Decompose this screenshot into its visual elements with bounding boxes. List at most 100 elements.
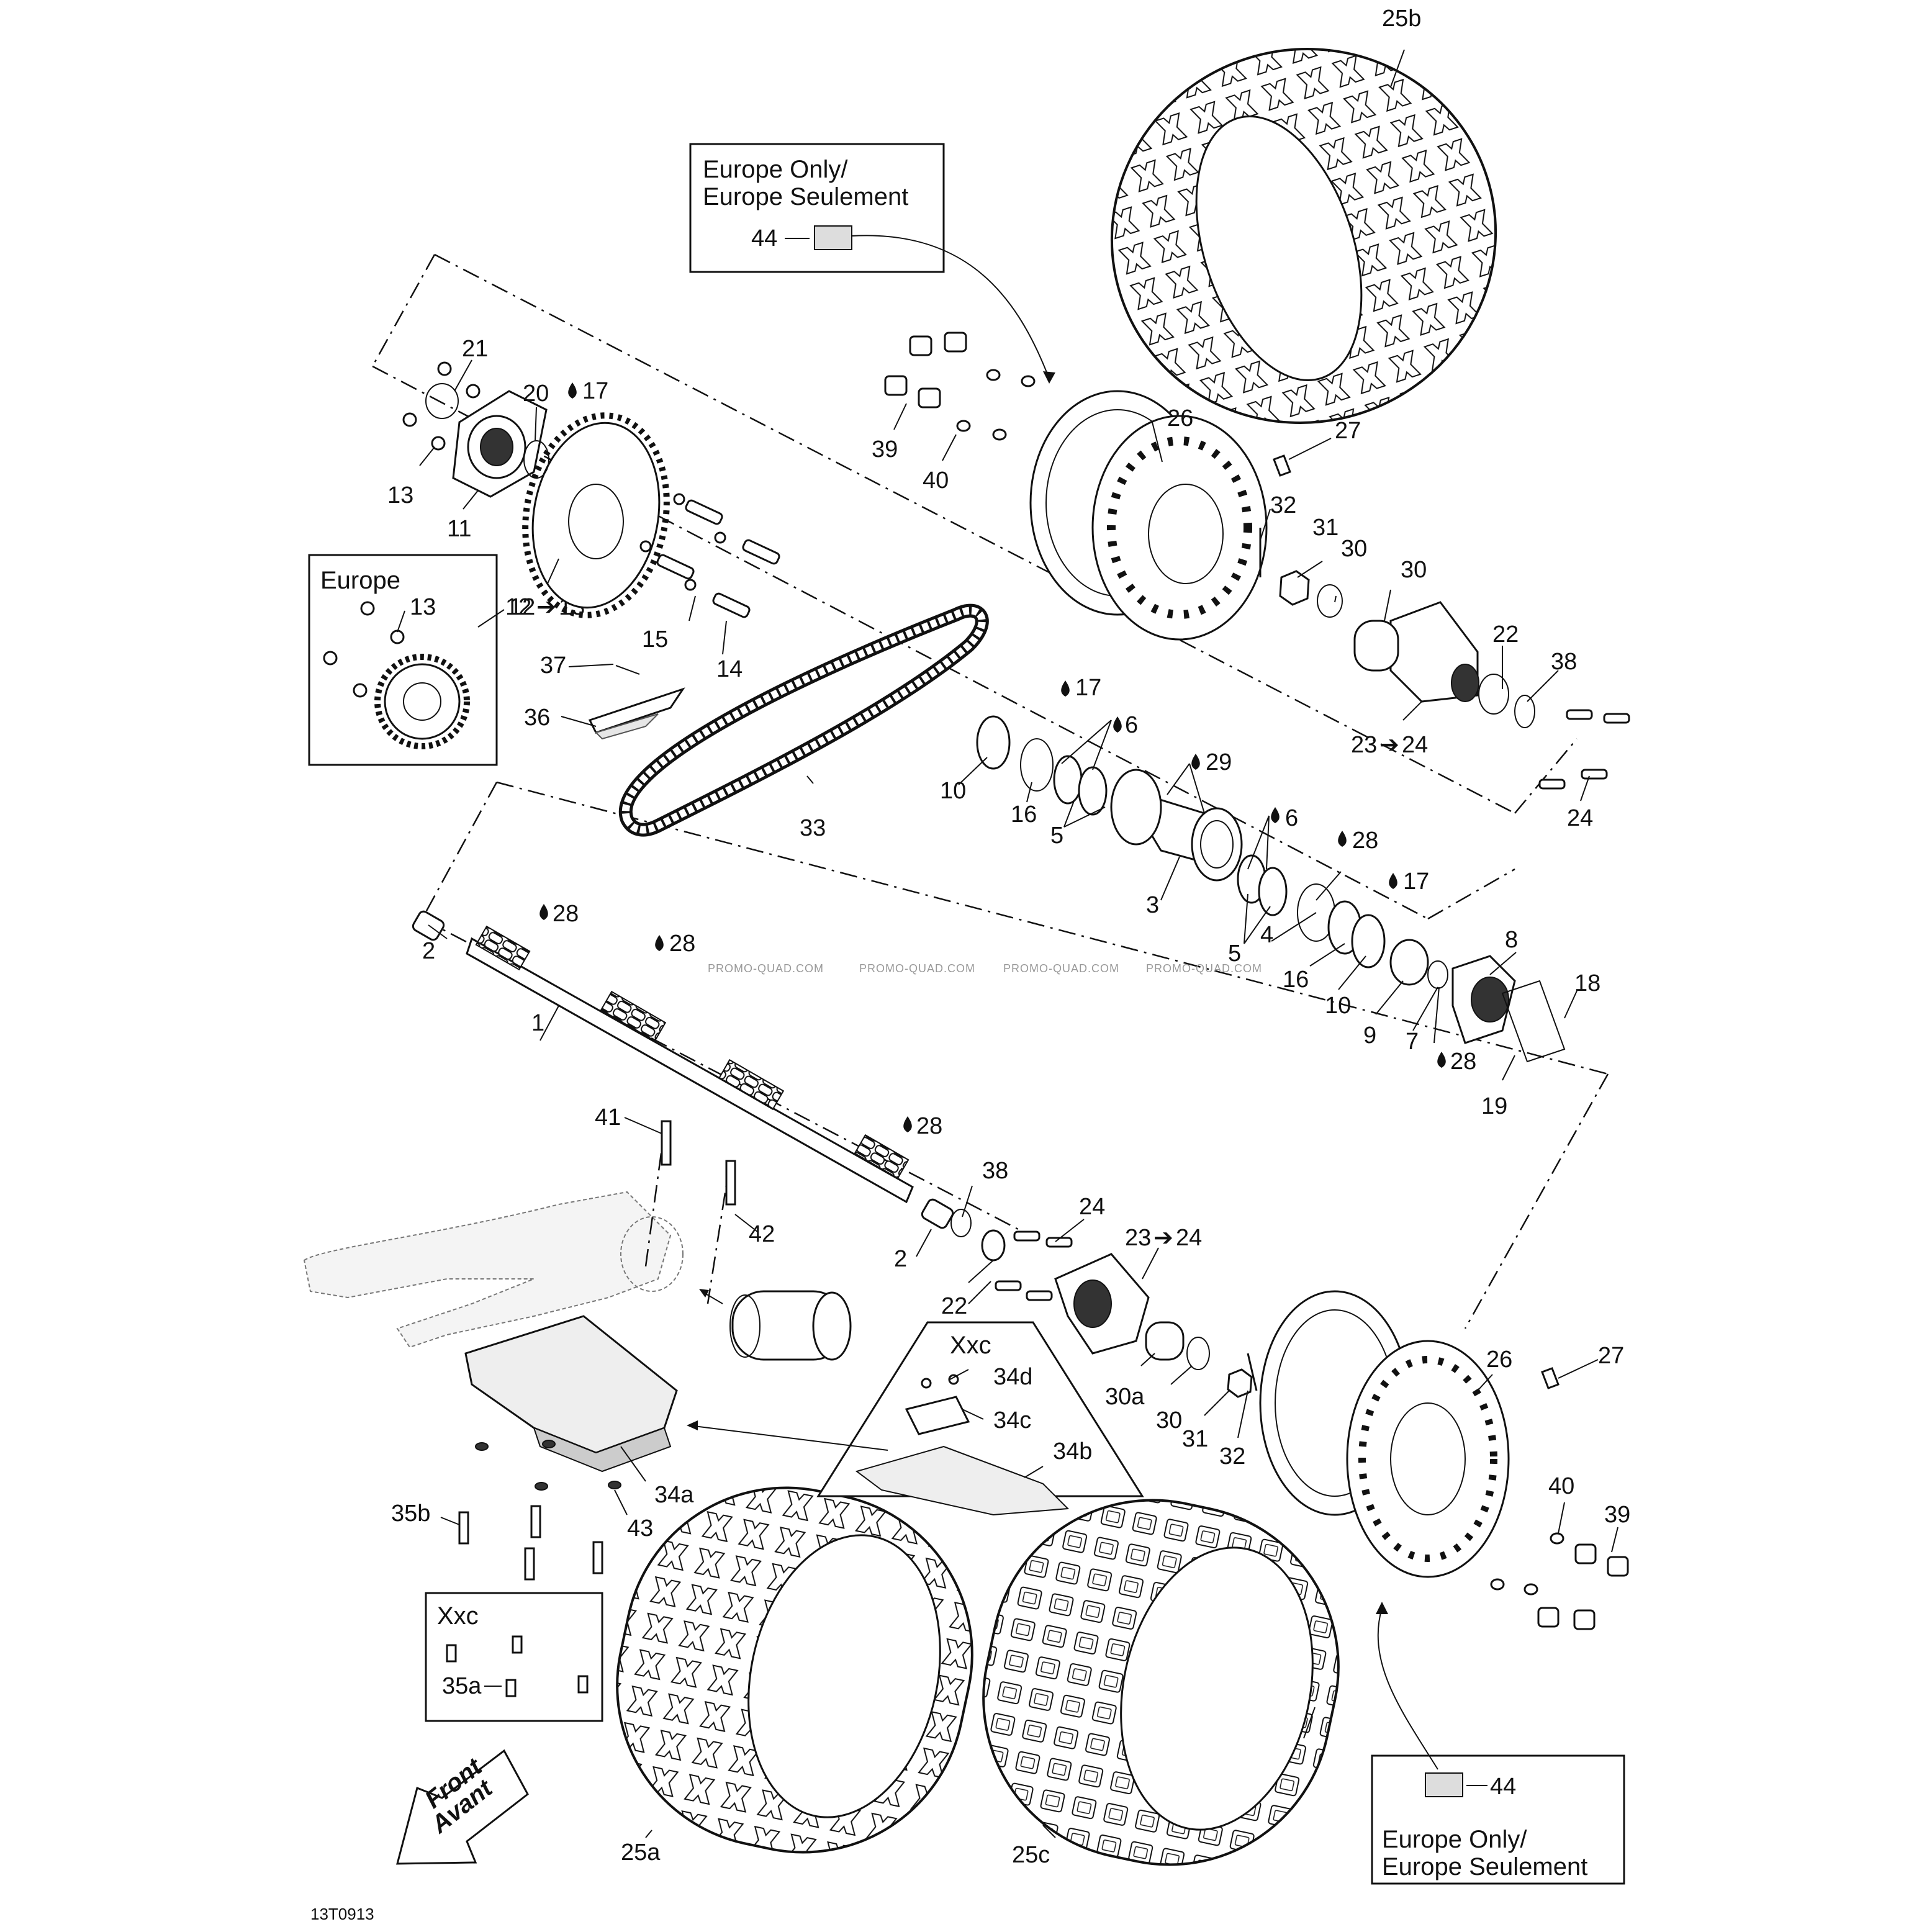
label-25b: 25b xyxy=(1382,6,1421,32)
watermark-1: PROMO-QUAD.COM xyxy=(708,962,824,975)
label-19: 19 xyxy=(1481,1093,1507,1119)
skid-plate-34a xyxy=(464,1315,678,1473)
label-10-bottom: 10 xyxy=(1325,993,1351,1019)
bolts-35b xyxy=(458,1505,603,1581)
label-34a: 34a xyxy=(654,1482,694,1508)
watermark-row: PROMO-QUAD.COM PROMO-QUAD.COM PROMO-QUAD… xyxy=(708,962,1262,975)
valve-27-top xyxy=(1273,454,1291,477)
label-1: 1 xyxy=(531,1010,544,1036)
hub-flange-8-9 xyxy=(1389,939,1566,1063)
studs-24-top xyxy=(1538,709,1630,790)
label-16-top: 16 xyxy=(1011,801,1037,828)
label-15: 15 xyxy=(642,626,668,652)
studs-24-bottom xyxy=(995,1230,1073,1301)
label-38-bottom: 38 xyxy=(982,1158,1008,1184)
hub-11 xyxy=(425,383,548,498)
label-40-top: 40 xyxy=(923,467,949,494)
label-34b: 34b xyxy=(1053,1438,1092,1465)
label-25a: 25a xyxy=(621,1839,661,1866)
label-3: 3 xyxy=(1146,892,1159,918)
label-35b: 35b xyxy=(391,1501,430,1527)
nuts-13 xyxy=(402,361,481,451)
leader-44-top xyxy=(851,235,1050,379)
label-4: 4 xyxy=(1260,922,1273,948)
arrow-23-bottom: ➔ xyxy=(1153,1225,1173,1251)
europe-sprocket-box: Europe 13 xyxy=(308,554,498,766)
label-7: 7 xyxy=(1406,1029,1419,1055)
label-17-c: 17 xyxy=(1403,869,1429,895)
label-28-d: 28 xyxy=(916,1113,942,1139)
leader-lines xyxy=(419,49,1618,1838)
label-11: 11 xyxy=(447,516,471,542)
label-28-b: 28 xyxy=(553,901,579,927)
tire-25c xyxy=(982,1499,1340,1866)
arrow-23-top: ➔ xyxy=(1379,732,1399,758)
label-6-top: 6 xyxy=(1125,712,1138,738)
label-37: 37 xyxy=(540,652,566,679)
label-42: 42 xyxy=(749,1221,775,1247)
plate-icon xyxy=(814,225,852,250)
label-36: 36 xyxy=(524,705,550,731)
xxc-bolts-part: 35a xyxy=(442,1673,482,1699)
label-17-b: 17 xyxy=(1075,675,1101,701)
axle-shaft-1 xyxy=(466,925,914,1204)
diagram-code: 13T0913 xyxy=(310,1905,374,1923)
drive-chain-33 xyxy=(618,603,989,837)
chain-guide-36 xyxy=(588,665,685,740)
label-22-top: 22 xyxy=(1492,621,1519,648)
arrow-skid xyxy=(688,1425,888,1451)
label-30-a: 30 xyxy=(1341,536,1367,562)
label-22-bottom: 22 xyxy=(941,1293,967,1319)
label-26-top: 26 xyxy=(1167,405,1193,431)
label-24-top: 24 xyxy=(1567,805,1593,831)
label-39-top: 39 xyxy=(872,436,898,463)
tire-25b xyxy=(1110,48,1497,424)
xxc-skid-title: Xxc xyxy=(950,1332,991,1359)
label-30-b: 30 xyxy=(1401,557,1427,583)
europe-only-top-part: 44 xyxy=(751,225,777,251)
label-29: 29 xyxy=(1206,749,1232,775)
bearing-housing-inset xyxy=(729,1290,852,1361)
europe-only-bottom-part: 44 xyxy=(1490,1774,1516,1800)
label-30-c: 30 xyxy=(1156,1407,1182,1433)
xxc-skid-box: Xxc xyxy=(816,1321,1144,1516)
label-41: 41 xyxy=(595,1104,621,1131)
europe-sprocket xyxy=(384,663,461,740)
lug-nuts-top xyxy=(884,332,1036,441)
label-31-top: 31 xyxy=(1312,515,1338,541)
leader-44-bottom xyxy=(1377,1607,1438,1770)
label-32-top: 32 xyxy=(1270,492,1296,518)
europe-only-bottom-line2: Europe Seulement xyxy=(1382,1853,1587,1880)
label-21: 21 xyxy=(462,336,488,362)
seals-bearings-right xyxy=(1237,854,1386,968)
label-43: 43 xyxy=(627,1515,653,1542)
label-16-bottom: 16 xyxy=(1283,967,1309,993)
label-32-bottom: 32 xyxy=(1219,1443,1245,1469)
seals-bearings-left xyxy=(976,715,1108,816)
label-18: 18 xyxy=(1574,970,1600,996)
hub-23-top xyxy=(1389,601,1535,728)
label-30a: 30a xyxy=(1105,1384,1145,1410)
label-24-bottom: 24 xyxy=(1079,1194,1105,1220)
label-28-e: 28 xyxy=(1450,1049,1476,1075)
plate-icon-bottom xyxy=(1425,1772,1463,1797)
europe-only-box-bottom: 44 Europe Only/ Europe Seulement xyxy=(1371,1754,1625,1885)
valve-27-bottom xyxy=(1541,1367,1560,1389)
label-23-top-to: 24 xyxy=(1402,732,1428,758)
lubricant-drops xyxy=(539,382,1446,1132)
label-40-bottom: 40 xyxy=(1548,1473,1574,1499)
lug-nuts-bottom xyxy=(1490,1532,1629,1630)
tire-25a xyxy=(616,1486,973,1854)
label-17-a: 17 xyxy=(582,378,608,404)
label-12-main: 12 xyxy=(505,594,531,620)
label-14: 14 xyxy=(716,656,743,682)
label-34d: 34d xyxy=(993,1364,1032,1390)
label-23-top: 23 xyxy=(1351,732,1377,758)
label-23-bottom: 23 xyxy=(1125,1225,1151,1251)
label-8: 8 xyxy=(1505,927,1518,953)
label-10-top: 10 xyxy=(940,778,966,804)
label-6-bottom: 6 xyxy=(1285,805,1298,831)
rim-26-bottom xyxy=(1259,1290,1510,1578)
europe-only-top-line2: Europe Seulement xyxy=(703,183,908,210)
label-13: 13 xyxy=(387,482,413,508)
